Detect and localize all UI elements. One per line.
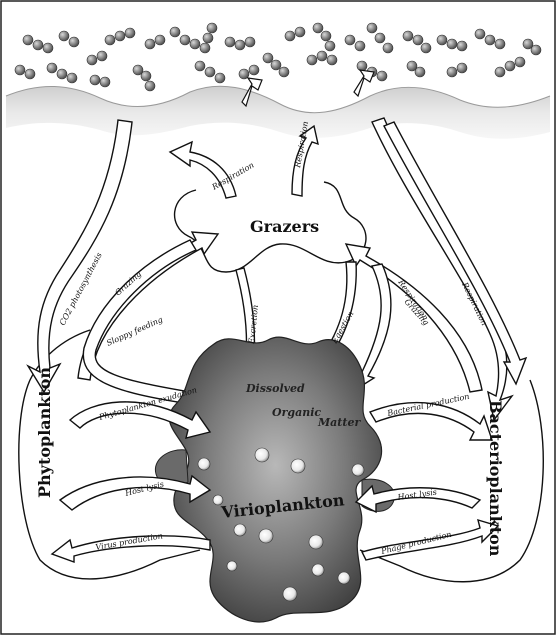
organic-label: Organic [272,406,321,419]
phytoplankton-label: Phytoplankton [35,367,54,498]
bacterioplankton-label: Bacterioplankton [486,400,505,557]
grazers-label: Grazers [250,217,319,236]
dissolved-label: Dissolved [245,382,305,395]
matter-label: Matter [317,416,361,429]
